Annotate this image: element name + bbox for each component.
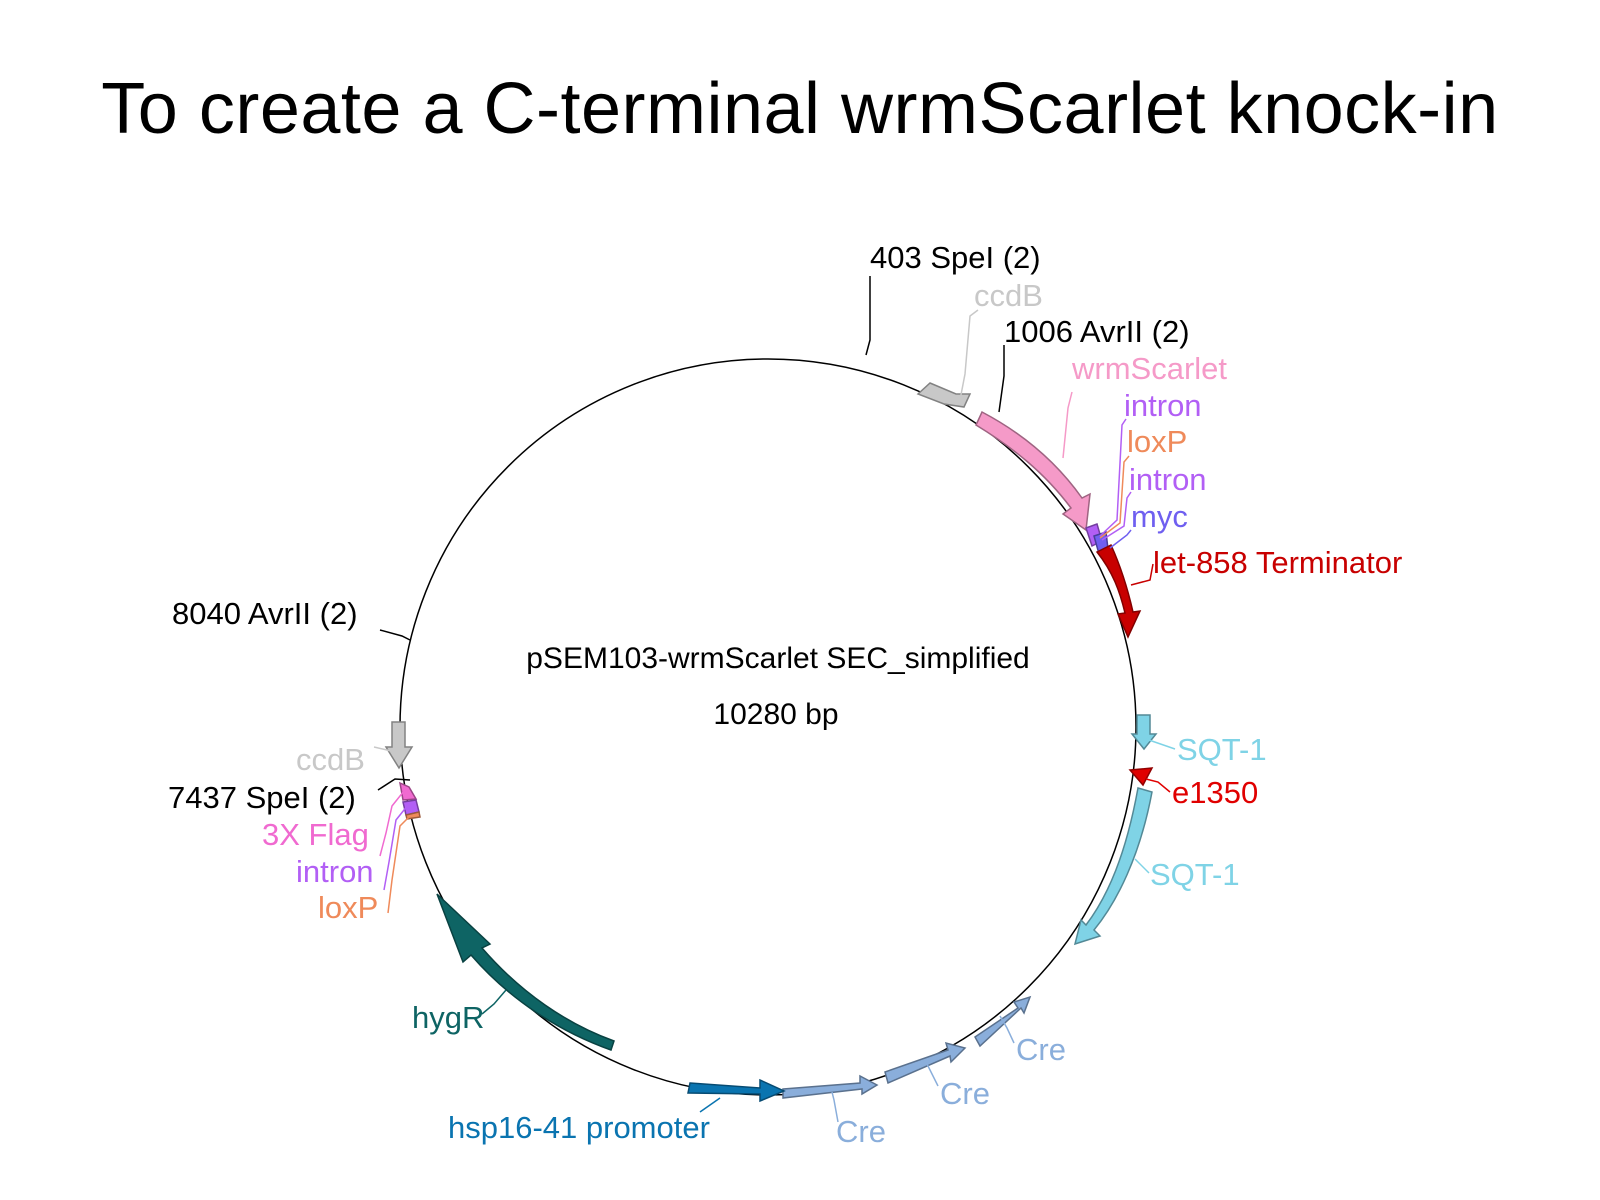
label-myc: myc bbox=[1131, 499, 1188, 534]
leader-ccdB-top bbox=[959, 309, 979, 401]
label-ccdB-left: ccdB bbox=[296, 742, 365, 777]
label-intron-top-1: intron bbox=[1124, 388, 1202, 423]
feature-let-858-terminator bbox=[1095, 543, 1142, 639]
feature-3X-Flag bbox=[399, 781, 418, 801]
leader-ccdB-left bbox=[373, 746, 396, 753]
label-SQT-1-long: SQT-1 bbox=[1150, 857, 1240, 892]
feature-Cre-1 bbox=[782, 1074, 879, 1099]
label-3X-Flag: 3X Flag bbox=[262, 817, 369, 852]
leader-hsp16-41 bbox=[699, 1097, 721, 1113]
feature-shapes bbox=[384, 382, 1158, 1103]
leader-lines bbox=[373, 276, 1176, 1123]
label-let-858-terminator: let-858 Terminator bbox=[1153, 545, 1402, 580]
leader-SQT-1-long bbox=[1134, 858, 1150, 874]
label-intron-top-2: intron bbox=[1129, 462, 1207, 497]
plasmid-length: 10280 bp bbox=[713, 698, 838, 731]
slide-title: To create a C-terminal wrmScarlet knock-… bbox=[101, 69, 1499, 149]
leader-SQT-1-short bbox=[1145, 738, 1176, 750]
leader-intron-left bbox=[383, 804, 409, 891]
leader-hygR bbox=[481, 989, 507, 1015]
label-wrmScarlet: wrmScarlet bbox=[1071, 351, 1227, 386]
leader-AvrII-8040 bbox=[379, 629, 411, 641]
leader-SpeI-7437 bbox=[377, 778, 411, 791]
label-ccdB-top: ccdB bbox=[974, 278, 1043, 313]
feature-ccdB-top bbox=[916, 382, 972, 408]
plasmid-name: pSEM103-wrmScarlet SEC_simplified bbox=[526, 642, 1030, 675]
feature-wrmScarlet bbox=[975, 410, 1091, 532]
leader-e1350 bbox=[1145, 778, 1171, 793]
label-e1350: e1350 bbox=[1172, 775, 1258, 810]
label-SpeI-7437: 7437 SpeI (2) bbox=[168, 780, 356, 815]
leader-loxP-left bbox=[387, 815, 411, 914]
feature-hsp16-41-promoter bbox=[687, 1078, 786, 1103]
label-hsp16-41-promoter: hsp16-41 promoter bbox=[448, 1110, 710, 1145]
label-Cre-1: Cre bbox=[836, 1114, 886, 1149]
leader-Cre-3 bbox=[999, 1015, 1015, 1044]
feature-ccdB-left bbox=[384, 721, 414, 770]
label-loxP-left: loxP bbox=[318, 890, 378, 925]
label-Cre-3: Cre bbox=[1016, 1032, 1066, 1067]
label-AvrII-1006: 1006 AvrII (2) bbox=[1004, 314, 1190, 349]
label-hygR: hygR bbox=[412, 1000, 484, 1035]
feature-e1350 bbox=[1128, 767, 1154, 787]
leader-SpeI-403 bbox=[865, 276, 871, 356]
leader-intron-top-1 bbox=[1099, 418, 1127, 537]
label-SQT-1-short: SQT-1 bbox=[1177, 732, 1267, 767]
leader-wrmScarlet bbox=[1062, 391, 1073, 459]
feature-Cre-2 bbox=[884, 1041, 967, 1085]
label-intron-left: intron bbox=[296, 854, 374, 889]
leader-3X-Flag bbox=[379, 790, 405, 857]
leader-intron-top-2 bbox=[1101, 491, 1132, 541]
leader-Cre-2 bbox=[925, 1061, 939, 1087]
label-Cre-2: Cre bbox=[940, 1076, 990, 1111]
feature-hygR bbox=[436, 893, 615, 1051]
label-loxP-top: loxP bbox=[1127, 424, 1187, 459]
label-AvrII-8040: 8040 AvrII (2) bbox=[172, 596, 358, 631]
feature-SQT-1-long bbox=[1073, 787, 1153, 946]
leader-loxP-top bbox=[1099, 455, 1130, 539]
labels: 403 SpeI (2) ccdB 1006 AvrII (2) wrmScar… bbox=[168, 240, 1402, 1149]
leader-myc bbox=[1109, 529, 1132, 549]
leader-let-858 bbox=[1130, 563, 1154, 586]
label-SpeI-403: 403 SpeI (2) bbox=[870, 240, 1041, 275]
leader-Cre-1 bbox=[831, 1091, 839, 1123]
leader-AvrII-1006 bbox=[998, 345, 1005, 413]
